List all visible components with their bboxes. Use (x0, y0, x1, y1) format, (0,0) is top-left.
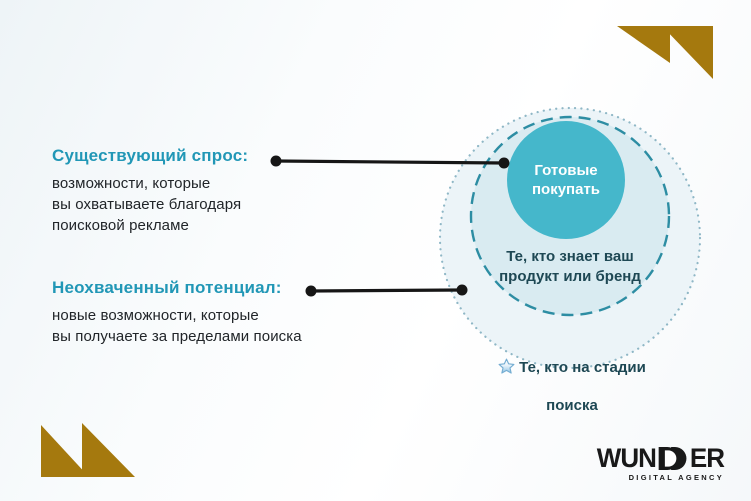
annotation-title: Неохваченный потенциал: (52, 278, 282, 297)
gold-triangle-icon (617, 26, 670, 63)
wordmark-left: WUN (596, 441, 657, 474)
connector-dot (305, 285, 317, 297)
double-d-logo-icon (658, 447, 687, 470)
gold-triangle-icon (662, 26, 713, 79)
outer-circle-label: Те, кто на стадии поиска (478, 320, 666, 434)
star-icon (498, 358, 515, 374)
wordmark-right: ER (689, 441, 725, 474)
gold-triangle-icon (41, 425, 89, 477)
annotation-body: возможности, которые вы охватываете благ… (52, 175, 242, 234)
inner-circle-label: Готовые покупать (531, 162, 601, 198)
logo-subtitle: DIGITAL AGENCY (628, 473, 724, 482)
gold-triangle-icon (82, 423, 135, 477)
annotation-body: новые возможности, которые вы получаете … (52, 307, 302, 345)
wunder-logo: WUN ER DIGITAL AGENCY (596, 441, 725, 482)
annotation-existing-demand: Существующий спрос: возможности, которые… (52, 146, 352, 236)
wunder-wordmark: WUN ER (596, 441, 725, 474)
inner-circle-ready-to-buy (507, 121, 625, 239)
outer-circle-label-line1: Те, кто на стадии (478, 339, 666, 377)
connector-dot (270, 155, 282, 167)
middle-circle-label: Те, кто знает ваш продукт или бренд (499, 248, 641, 285)
outer-circle-label-line2: поиска (546, 397, 598, 414)
connector-untapped-potential (305, 284, 468, 297)
outer-circle-label-text: Те, кто на стадии (519, 359, 646, 376)
corner-accent-bottom-left (41, 423, 135, 477)
connector-dot (498, 157, 510, 169)
corner-accent-top-right (617, 26, 713, 79)
annotation-title: Существующий спрос: (52, 146, 249, 165)
annotation-untapped-potential: Неохваченный потенциал: новые возможност… (52, 278, 352, 347)
connector-existing-demand (270, 155, 510, 169)
connector-line (310, 288, 463, 293)
connector-dot (456, 284, 468, 296)
connector-line (275, 159, 505, 165)
